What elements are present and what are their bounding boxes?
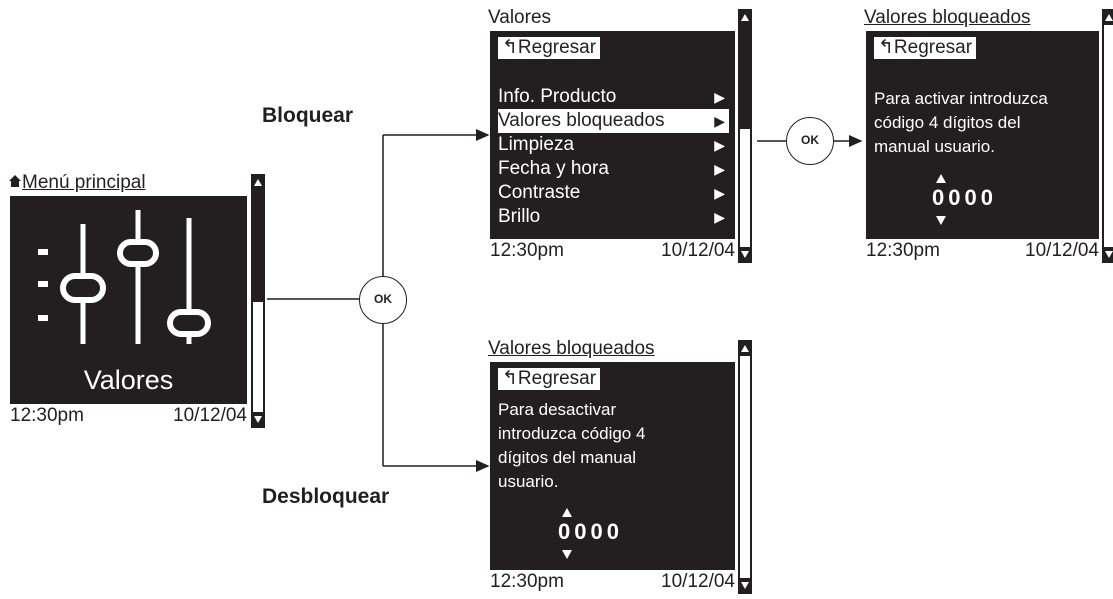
main-menu-display: Valores [10, 196, 247, 404]
scroll-down-icon[interactable] [253, 412, 263, 426]
back-button[interactable]: ↰Regresar [874, 37, 977, 59]
back-arrow-icon: ↰ [502, 368, 518, 389]
menu-item-label: Valores bloqueados [498, 110, 665, 131]
menu-item-label: Fecha y hora [498, 158, 609, 179]
clock-time: 12:30pm [10, 405, 84, 426]
values-menu-status-bar: 12:30pm 10/12/04 [490, 241, 735, 263]
clock-date: 10/12/04 [1025, 240, 1099, 261]
message-line: introduzca código 4 [498, 424, 646, 443]
scroll-up-icon[interactable] [253, 176, 263, 190]
values-menu-display: ↰Regresar Info. Producto ▶ Valores bloque… [490, 31, 735, 239]
scroll-thumb[interactable] [740, 25, 750, 129]
ok-button[interactable]: OK [359, 276, 407, 324]
back-button-label: Regresar [517, 368, 597, 389]
unlock-screen: Valores bloqueados ↰Regresar Para desact… [488, 338, 758, 594]
lock-screen-title: Valores bloqueados [864, 7, 1031, 28]
menu-item-contraste[interactable]: Contraste ▶ [498, 181, 729, 205]
values-menu-title: Valores [488, 7, 552, 28]
scroll-down-icon[interactable] [740, 578, 750, 592]
menu-item-label: Contraste [498, 182, 581, 203]
ok-button-2[interactable]: OK [786, 117, 834, 165]
main-menu-title: Menú principal [8, 172, 146, 196]
unlock-message: Para desactivar introduzca código 4 dígi… [498, 398, 645, 494]
unlock-screen-display: ↰Regresar Para desactivar introduzca cód… [490, 362, 735, 570]
message-line: dígitos del manual [498, 448, 636, 467]
back-button-label: Regresar [893, 37, 973, 58]
message-line: código 4 dígitos del [874, 113, 1021, 132]
chevron-right-icon: ▶ [714, 89, 725, 105]
clock-date: 10/12/04 [661, 240, 735, 261]
code-down-arrow-icon[interactable] [936, 216, 946, 225]
lock-message: Para activar introduzca código 4 dígitos… [874, 87, 1048, 159]
menu-item-fecha-y-hora[interactable]: Fecha y hora ▶ [498, 157, 729, 181]
code-input[interactable]: 0000 [932, 185, 997, 210]
unlock-screen-scrollbar[interactable] [738, 340, 752, 594]
lock-label: Bloquear [262, 104, 354, 127]
chevron-right-icon: ▶ [714, 113, 725, 129]
message-line: usuario. [498, 472, 559, 491]
scroll-thumb[interactable] [253, 190, 263, 302]
clock-time: 12:30pm [490, 571, 564, 592]
back-button-label: Regresar [517, 37, 597, 58]
code-up-arrow-icon[interactable] [936, 174, 946, 183]
menu-item-label: Info. Producto [498, 86, 617, 107]
main-menu-item-label: Valores [83, 365, 174, 395]
back-arrow-icon: ↰ [502, 37, 518, 58]
sliders-icon [38, 210, 211, 344]
chevron-right-icon: ▶ [714, 161, 725, 177]
menu-item-brillo[interactable]: Brillo ▶ [498, 205, 729, 229]
main-menu-screen: Menú principal Valores 12:30pm 10/12/04 [8, 172, 270, 428]
home-icon [8, 172, 22, 194]
clock-date: 10/12/04 [661, 571, 735, 592]
scroll-down-icon[interactable] [740, 247, 750, 261]
chevron-right-icon: ▶ [714, 185, 725, 201]
chevron-right-icon: ▶ [714, 209, 725, 225]
main-menu-scrollbar[interactable] [251, 174, 265, 428]
unlock-screen-status-bar: 12:30pm 10/12/04 [490, 572, 735, 594]
unlock-screen-title: Valores bloqueados [488, 338, 655, 359]
values-menu-scrollbar[interactable] [738, 9, 752, 263]
back-button[interactable]: ↰Regresar [498, 37, 601, 59]
lock-screen: Valores bloqueados ↰Regresar Para activa… [864, 7, 1113, 263]
clock-time: 12:30pm [866, 240, 940, 261]
unlock-label: Desbloquear [262, 485, 390, 508]
code-input[interactable]: 0000 [558, 519, 623, 544]
back-button[interactable]: ↰Regresar [498, 368, 601, 390]
code-down-arrow-icon[interactable] [562, 550, 572, 559]
main-menu-status-bar: 12:30pm 10/12/04 [10, 406, 247, 428]
message-line: Para activar introduzca [874, 89, 1048, 108]
message-line: manual usuario. [874, 137, 995, 156]
menu-item-label: Limpieza [498, 134, 575, 155]
message-line: Para desactivar [498, 400, 617, 419]
lock-screen-display: ↰Regresar Para activar introduzca código… [866, 31, 1099, 239]
lock-screen-status-bar: 12:30pm 10/12/04 [866, 241, 1099, 263]
main-menu-title-text: Menú principal [22, 172, 146, 193]
code-up-arrow-icon[interactable] [562, 508, 572, 517]
clock-time: 12:30pm [490, 240, 564, 261]
scroll-down-icon[interactable] [1104, 247, 1113, 261]
chevron-right-icon: ▶ [714, 137, 725, 153]
values-menu-screen: Valores ↰Regresar Info. Producto ▶ Valore… [488, 7, 758, 263]
scroll-up-icon[interactable] [740, 342, 750, 356]
menu-item-label: Brillo [498, 206, 541, 227]
scroll-up-icon[interactable] [740, 11, 750, 25]
lock-screen-scrollbar[interactable] [1102, 9, 1113, 263]
menu-item-info-producto[interactable]: Info. Producto ▶ [498, 85, 729, 109]
menu-item-valores-bloqueados[interactable]: Valores bloqueados ▶ [498, 109, 729, 133]
clock-date: 10/12/04 [173, 405, 247, 426]
back-arrow-icon: ↰ [878, 37, 894, 58]
menu-item-limpieza[interactable]: Limpieza ▶ [498, 133, 729, 157]
scroll-up-icon[interactable] [1104, 11, 1113, 25]
